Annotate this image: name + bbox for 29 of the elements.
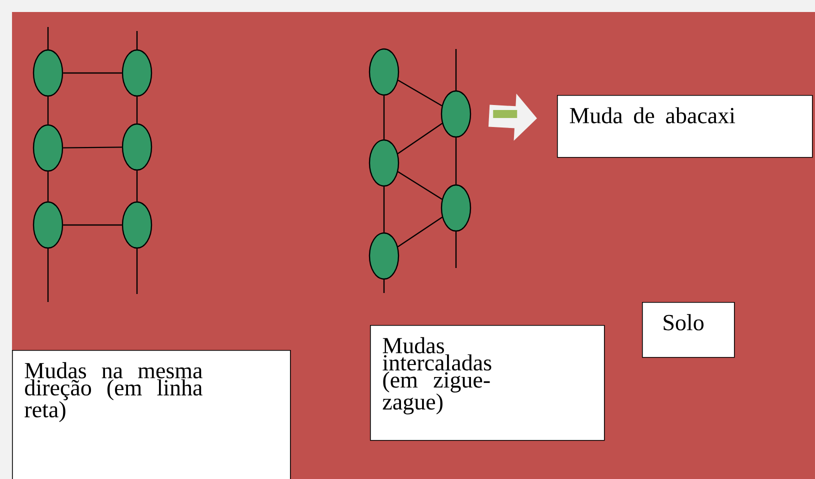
- connector-line: [383, 186, 385, 232]
- connector-line: [383, 96, 385, 140]
- connector-line: [47, 172, 49, 202]
- connector-line: [398, 216, 442, 248]
- seedling-ellipse: [32, 49, 64, 97]
- seedling-ellipse: [122, 123, 152, 171]
- text-box: Muda de abacaxi: [557, 95, 813, 158]
- text-box: Mudas na mesma direção (em linha reta): [12, 350, 291, 479]
- connector-line: [47, 96, 49, 124]
- text-box: Solo: [642, 302, 735, 358]
- seedling-ellipse: [440, 90, 472, 138]
- seedling-ellipse: [440, 184, 472, 232]
- connector-line: [136, 170, 138, 202]
- connector-line: [455, 138, 457, 184]
- connector-line: [398, 80, 442, 106]
- seedling-ellipse: [368, 139, 400, 187]
- connector-line: [63, 146, 122, 148]
- text-box: Mudas intercaladas (em zigue-zague): [370, 325, 605, 441]
- connector-line: [63, 72, 122, 74]
- seedling-ellipse: [122, 49, 152, 97]
- seedling-ellipse: [122, 201, 152, 249]
- connector-line: [398, 171, 442, 200]
- connector-line: [136, 96, 138, 124]
- connector-line: [398, 122, 442, 154]
- seedling-ellipse: [368, 48, 400, 96]
- seedling-ellipse: [32, 124, 64, 172]
- connector-line: [63, 224, 122, 226]
- seedling-ellipse: [368, 232, 400, 280]
- seedling-ellipse: [32, 201, 64, 249]
